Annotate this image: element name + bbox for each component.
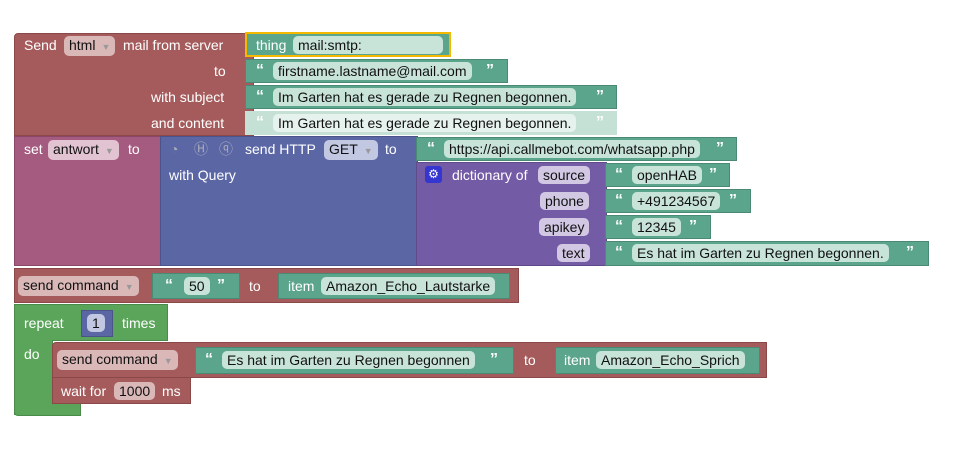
quote-open-icon: “: [256, 114, 264, 131]
repeat-label: repeat: [24, 315, 64, 331]
quote-close-icon: ”: [709, 166, 717, 183]
http-label: send HTTP: [245, 141, 316, 157]
thing-label: thing: [256, 37, 287, 53]
url-input[interactable]: https://api.callmebot.com/whatsapp.php: [444, 140, 700, 158]
command-value: send command: [23, 277, 119, 293]
chevron-down-icon: ▼: [363, 146, 373, 156]
wait-label: wait for: [61, 383, 107, 399]
quote-open-icon: “: [615, 218, 623, 235]
dict-value-input[interactable]: openHAB: [632, 166, 702, 184]
ms-label: ms: [162, 383, 181, 399]
item-input[interactable]: Amazon_Echo_Sprich: [596, 351, 745, 369]
subject-label: with subject: [151, 89, 225, 105]
thing-input[interactable]: mail:smtp:: [293, 36, 443, 54]
do-label: do: [24, 346, 40, 362]
dict-key[interactable]: phone: [540, 192, 589, 210]
chevron-down-icon: ▼: [163, 356, 173, 366]
chevron-down-icon: ▼: [104, 146, 114, 156]
item-input[interactable]: Amazon_Echo_Lautstarke: [321, 277, 496, 295]
dict-value-input[interactable]: Es hat im Garten zu Regnen begonnen.: [632, 244, 889, 262]
quote-open-icon: “: [615, 192, 623, 209]
query-label: with Query: [169, 167, 236, 183]
quote-close-icon: ”: [486, 62, 494, 79]
chevron-down-icon: ▼: [124, 282, 134, 292]
dictionary-label: dictionary of: [452, 167, 528, 183]
value-input[interactable]: Es hat im Garten zu Regnen begonnen: [222, 351, 475, 369]
quote-open-icon: “: [256, 88, 264, 105]
from-label: mail from server: [123, 37, 224, 53]
variable-dropdown[interactable]: antwort ▼: [48, 140, 119, 160]
command-value: send command: [62, 351, 158, 367]
method-value: GET: [329, 141, 358, 157]
quote-open-icon: “: [205, 351, 213, 368]
quote-open-icon: “: [615, 244, 623, 261]
to-label: to: [524, 352, 536, 368]
quote-open-icon: “: [427, 140, 435, 157]
to-label: to: [249, 278, 261, 294]
chevron-down-icon: ▼: [101, 42, 111, 52]
quote-close-icon: ”: [729, 192, 737, 209]
times-label: times: [122, 315, 156, 331]
command-dropdown[interactable]: send command ▼: [57, 350, 178, 370]
header-icon[interactable]: Ⓗ: [194, 141, 208, 157]
format-value: html: [69, 37, 96, 53]
subject-input[interactable]: Im Garten hat es gerade zu Regnen begonn…: [273, 88, 577, 106]
quote-open-icon: “: [256, 62, 264, 79]
quote-open-icon: “: [165, 277, 173, 294]
value-input[interactable]: 50: [184, 277, 210, 295]
method-dropdown[interactable]: GET ▼: [324, 140, 378, 160]
send-mail-block[interactable]: [14, 33, 254, 136]
quote-close-icon: ”: [906, 244, 914, 261]
quote-close-icon: ”: [217, 277, 225, 294]
quote-close-icon: ”: [716, 140, 724, 157]
dict-key[interactable]: apikey: [539, 218, 590, 236]
dict-value-input[interactable]: 12345: [632, 218, 681, 236]
quote-close-icon: ”: [596, 114, 604, 131]
to-input[interactable]: firstname.lastname@mail.com: [273, 62, 472, 80]
gear-icon[interactable]: ⚙: [425, 166, 442, 183]
variable-value: antwort: [53, 141, 99, 157]
to-label: to: [214, 63, 226, 79]
dict-value-input[interactable]: +491234567: [632, 192, 721, 210]
timeout-icon[interactable]: ◔: [170, 141, 179, 157]
wait-input[interactable]: 1000: [114, 382, 156, 400]
send-label: Send: [24, 37, 57, 53]
set-label: set: [24, 141, 43, 157]
dict-key[interactable]: source: [538, 166, 591, 184]
quote-close-icon: ”: [490, 351, 498, 368]
http-to-label: to: [385, 141, 397, 157]
repeat-block-footer: [14, 403, 81, 416]
item-label: item: [564, 352, 591, 368]
repeat-block-body: [14, 340, 53, 415]
quote-close-icon: ”: [596, 88, 604, 105]
format-dropdown[interactable]: html ▼: [64, 36, 116, 56]
quote-open-icon: “: [615, 166, 623, 183]
quote-close-icon: ”: [689, 218, 697, 235]
item-label: item: [288, 278, 315, 294]
dict-key[interactable]: text: [557, 244, 590, 262]
content-input[interactable]: Im Garten hat es gerade zu Regnen begonn…: [273, 114, 577, 132]
command-dropdown[interactable]: send command ▼: [18, 276, 139, 296]
set-to-label: to: [128, 141, 140, 157]
query-icon[interactable]: ⓠ: [219, 141, 233, 157]
content-label: and content: [151, 115, 225, 131]
repeat-count-input[interactable]: 1: [87, 314, 105, 332]
